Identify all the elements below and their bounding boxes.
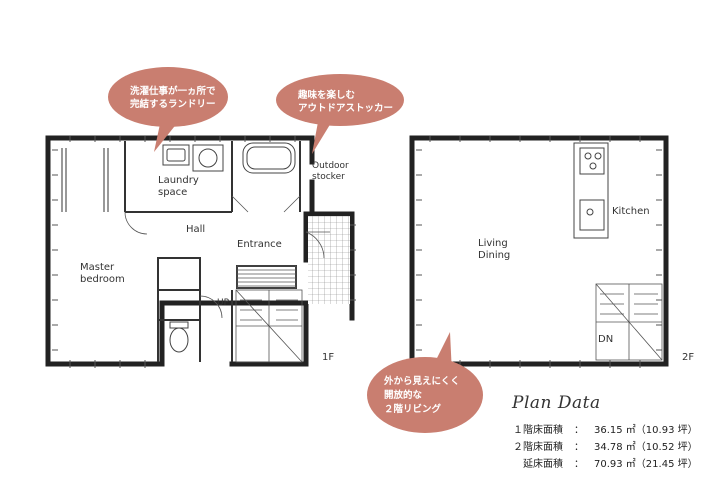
first-floor-doors [124, 195, 330, 319]
callout-living-text: 外から見えにくく開放的な２階リビング [383, 375, 460, 415]
room-label-hall: Hall [186, 224, 205, 235]
callout-stocker-text: 趣味を楽しむアウトドアストッカー [297, 89, 393, 114]
laundry-fixtures [162, 142, 296, 174]
toilet-fixture [169, 321, 189, 353]
room-label-entrance: Entrance [237, 239, 282, 250]
callout-living: 外から見えにくく開放的な２階リビング [367, 332, 483, 433]
callout-laundry-text: 洗濯仕事が一ヵ所で完結するランドリー [130, 85, 216, 110]
callout-stocker: 趣味を楽しむアウトドアストッカー [276, 74, 404, 154]
plan-data-row: 延床面積 ： 70.93 ㎡（21.45 坪） [0, 455, 720, 470]
room-label-kitchen: Kitchen [612, 206, 650, 217]
plan-data-colon: ： [574, 425, 584, 436]
plan-data-row: １階床面積 ： 36.15 ㎡（10.93 坪） [0, 421, 720, 436]
callout-laundry: 洗濯仕事が一ヵ所で完結するランドリー [108, 67, 228, 152]
first-floor-stairs [235, 265, 303, 363]
plan-data-value: 70.93 ㎡（21.45 坪） [594, 459, 698, 470]
first-floor-walls [45, 135, 355, 367]
plan-data-label: ２階床面積 [513, 442, 563, 453]
first-floor-interior-walls [61, 141, 301, 362]
plan-data-colon: ： [574, 459, 584, 470]
floor-label-1f: 1F [322, 352, 334, 363]
second-floor-stairs [595, 283, 663, 361]
second-floor-walls [409, 135, 669, 367]
plan-data-colon: ： [574, 442, 584, 453]
first-floor-stud-marks [52, 136, 356, 368]
floor-label-2f: 2F [682, 352, 694, 363]
kitchen-counter [573, 142, 609, 239]
plan-data-value: 36.15 ㎡（10.93 坪） [594, 425, 698, 436]
entrance-porch-tiles [308, 216, 350, 304]
plan-data-label: 延床面積 [523, 459, 563, 470]
plan-data-row: ２階床面積 ： 34.78 ㎡（10.52 坪） [0, 438, 720, 453]
plan-data-label: １階床面積 [513, 425, 563, 436]
second-floor-stud-marks [416, 136, 662, 368]
stair-label-dn: DN [598, 334, 613, 345]
plan-data-title: Plan Data [512, 393, 601, 413]
stair-label-up: UP [217, 298, 230, 308]
plan-data-value: 34.78 ㎡（10.52 坪） [594, 442, 698, 453]
